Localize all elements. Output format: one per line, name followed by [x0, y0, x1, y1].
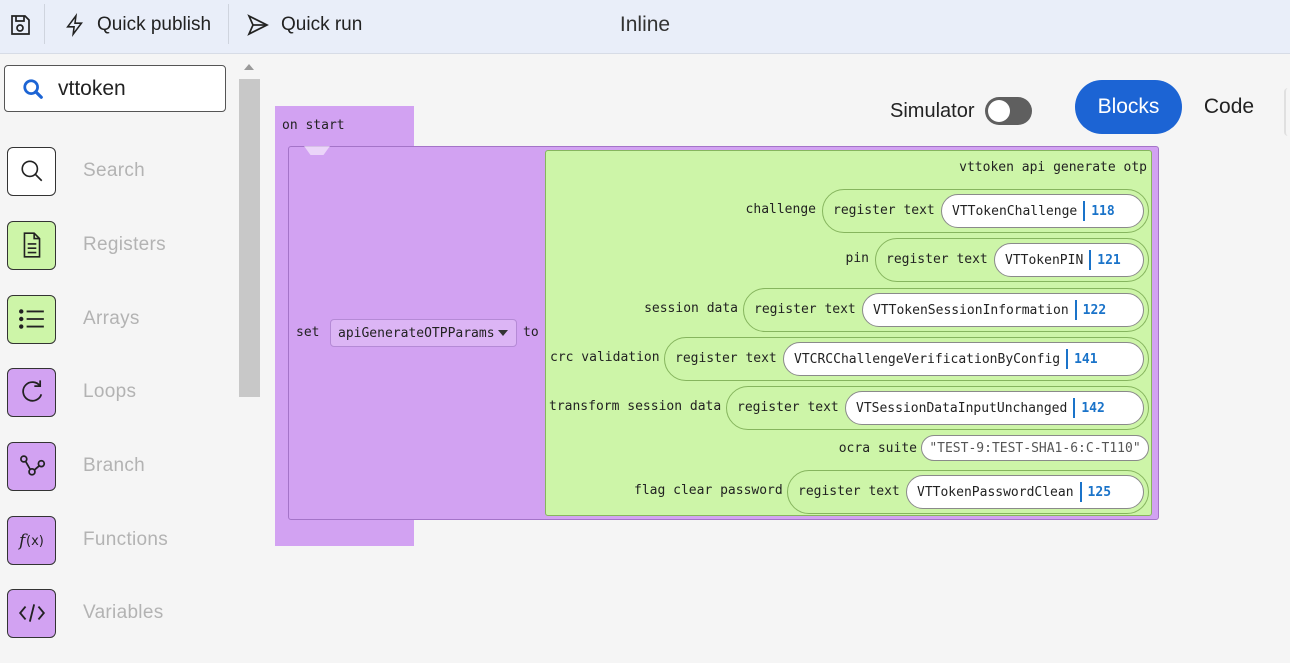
register-dropdown[interactable]: VTTokenPIN 121 — [994, 243, 1144, 277]
register-number: 121 — [1097, 252, 1121, 268]
register-text-label: register text — [886, 252, 988, 267]
search-icon — [20, 160, 42, 182]
category-branch[interactable]: Branch — [7, 441, 227, 491]
toolbar: Quick publish Quick run Inline — [0, 0, 1290, 54]
simulator-toggle[interactable] — [985, 97, 1032, 125]
param-label-pin: pin — [845, 251, 869, 266]
register-text-label: register text — [798, 484, 900, 499]
search-box — [4, 65, 226, 112]
document-icon — [23, 232, 40, 258]
register-name: VTTokenPasswordClean — [917, 484, 1074, 500]
category-label: Loops — [83, 381, 137, 402]
quick-run-label: Quick run — [281, 14, 363, 35]
on-start-block[interactable]: on start — [275, 106, 414, 148]
param-label-crc-validation: crc validation — [550, 350, 660, 365]
blocks-tab[interactable]: Blocks — [1075, 80, 1182, 134]
register-name: VTTokenChallenge — [952, 203, 1078, 219]
register-text-block[interactable]: register text VTSessionDataInputUnchange… — [726, 386, 1149, 430]
category-label: Search — [83, 160, 146, 181]
function-icon: f (x) — [17, 531, 44, 551]
branch-icon — [19, 455, 45, 476]
code-tab[interactable]: Code — [1203, 95, 1255, 118]
variable-dropdown[interactable]: apiGenerateOTPParams — [330, 319, 517, 347]
save-icon — [11, 15, 30, 35]
param-label-challenge: challenge — [745, 202, 816, 217]
search-icon — [23, 78, 43, 99]
param-label-session-data: session data — [644, 301, 738, 316]
register-name: VTSessionDataInputUnchanged — [856, 400, 1068, 416]
simulator-label: Simulator — [890, 100, 975, 122]
to-keyword: to — [523, 325, 539, 340]
block-notch — [304, 146, 330, 155]
category-label: Arrays — [83, 308, 140, 329]
svg-text:f: f — [17, 531, 28, 551]
lightning-icon — [66, 13, 83, 37]
scrollbar-thumb[interactable] — [239, 79, 260, 397]
caret-down-icon — [498, 330, 508, 336]
category-loops[interactable]: Loops — [7, 367, 227, 417]
register-number: 118 — [1091, 203, 1115, 219]
register-number: 125 — [1087, 484, 1112, 500]
quick-publish-button[interactable]: Quick publish — [64, 0, 211, 50]
register-text-block[interactable]: register text VTCRCChallengeVerification… — [664, 337, 1149, 381]
ocra-suite-text-input[interactable]: "TEST-9:TEST-SHA1-6:C-T110" — [921, 435, 1149, 461]
save-button[interactable] — [8, 0, 34, 50]
param-label-ocra-suite: ocra suite — [838, 441, 917, 456]
toggle-knob — [988, 100, 1010, 122]
register-dropdown[interactable]: VTTokenChallenge 118 — [941, 194, 1144, 228]
param-label-flag-clear-password: flag clear password — [634, 483, 783, 498]
scroll-up-icon[interactable] — [244, 64, 254, 70]
category-label: Functions — [83, 529, 169, 550]
page-title: Inline — [619, 13, 671, 36]
register-text-label: register text — [833, 203, 935, 218]
panel-edge — [1284, 88, 1290, 136]
set-keyword: set — [296, 325, 320, 340]
on-start-label: on start — [282, 118, 345, 133]
register-text-block[interactable]: register text VTTokenChallenge 118 — [822, 189, 1149, 233]
category-variables[interactable]: Variables — [7, 588, 227, 638]
category-label: Registers — [83, 234, 166, 255]
register-name: VTTokenPIN — [1005, 252, 1084, 268]
register-text-label: register text — [754, 302, 856, 317]
category-label: Variables — [83, 602, 164, 623]
toolbar-divider — [228, 4, 229, 44]
register-name: VTTokenSessionInformation — [873, 302, 1069, 318]
register-dropdown[interactable]: VTTokenSessionInformation 122 — [862, 293, 1144, 327]
register-number: 141 — [1074, 351, 1098, 367]
register-number: 122 — [1082, 302, 1107, 318]
register-dropdown[interactable]: VTTokenPasswordClean 125 — [906, 475, 1144, 509]
send-icon — [247, 14, 269, 36]
register-text-block[interactable]: register text VTTokenSessionInformation … — [743, 288, 1149, 332]
quick-run-button[interactable]: Quick run — [246, 0, 362, 50]
register-text-label: register text — [675, 351, 777, 366]
loop-icon — [21, 380, 42, 402]
category-registers[interactable]: Registers — [7, 220, 227, 270]
category-search[interactable]: Search — [7, 146, 227, 196]
toolbar-divider — [44, 4, 45, 44]
category-functions[interactable]: f (x) Functions — [7, 515, 227, 565]
quick-publish-label: Quick publish — [97, 14, 212, 35]
register-text-label: register text — [737, 400, 839, 415]
on-start-block-footer — [275, 518, 414, 546]
register-number: 142 — [1081, 400, 1105, 416]
register-text-block[interactable]: register text VTTokenPasswordClean 125 — [787, 470, 1149, 514]
on-start-block-body — [275, 146, 291, 520]
svg-text:(x): (x) — [26, 534, 44, 549]
param-label-transform-session-data: transform session data — [549, 399, 722, 414]
register-dropdown[interactable]: VTCRCChallengeVerificationByConfig 141 — [783, 342, 1144, 376]
variable-name: apiGenerateOTPParams — [338, 325, 495, 341]
category-label: Branch — [83, 455, 146, 476]
register-dropdown[interactable]: VTSessionDataInputUnchanged 142 — [845, 391, 1144, 425]
code-icon — [18, 604, 45, 622]
list-icon — [18, 309, 44, 329]
api-block-title: vttoken api generate otp — [959, 160, 1147, 175]
search-input[interactable] — [58, 76, 208, 101]
register-name: VTCRCChallengeVerificationByConfig — [794, 351, 1061, 367]
category-arrays[interactable]: Arrays — [7, 294, 227, 344]
register-text-block[interactable]: register text VTTokenPIN 121 — [875, 238, 1149, 282]
